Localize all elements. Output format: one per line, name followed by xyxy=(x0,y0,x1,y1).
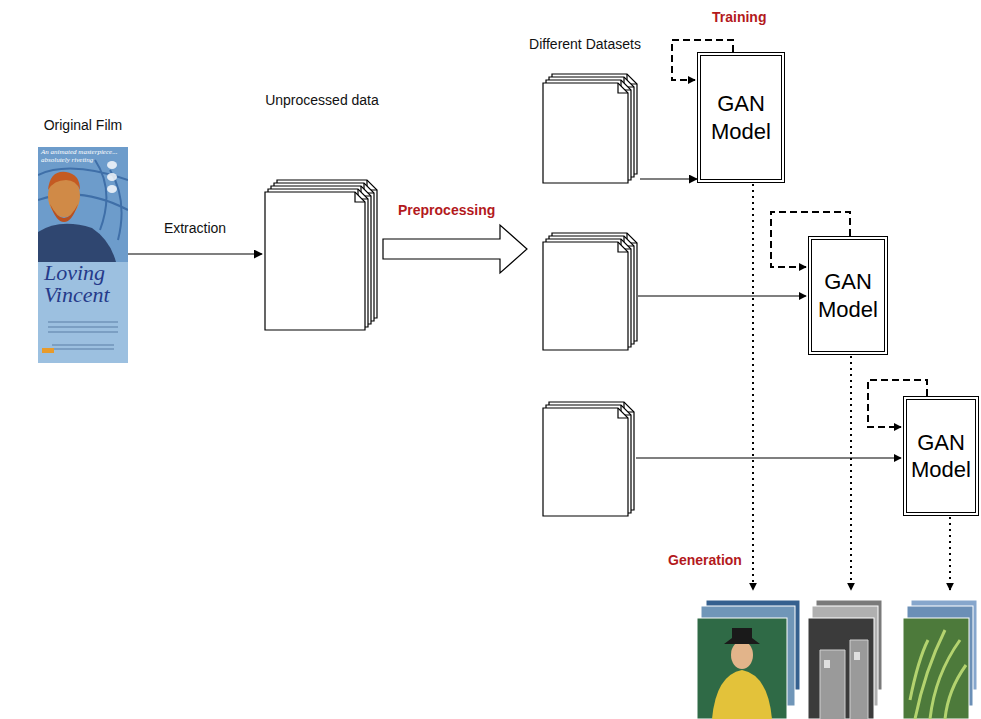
model-label: GAN Model xyxy=(911,429,971,484)
node-heading: Original Film xyxy=(14,117,152,134)
stage-label: Preprocessing xyxy=(398,202,495,218)
poster-laurel xyxy=(107,185,117,193)
model-box: GAN Model xyxy=(697,52,785,183)
node-heading: Different Datasets xyxy=(506,36,664,53)
stage-label: Generation xyxy=(668,552,742,568)
poster-credits xyxy=(48,322,118,349)
document-stacks xyxy=(265,74,637,516)
figure-hat xyxy=(724,628,760,644)
data-node: Different Datasets xyxy=(530,36,640,186)
poster-laurel xyxy=(107,161,117,169)
flow-arrow xyxy=(128,253,262,254)
document-sheet xyxy=(543,242,628,350)
film-poster xyxy=(38,147,128,363)
poster-tagline: An animated masterpiece... absolutely ri… xyxy=(41,149,125,164)
generation-arrow xyxy=(850,356,852,590)
sheet-fold xyxy=(618,408,628,418)
node-heading: Unprocessed data xyxy=(238,92,406,109)
poster-laurel xyxy=(107,173,117,181)
generated-images xyxy=(697,600,977,719)
data-node: Unprocessed data xyxy=(262,92,382,332)
figure-face xyxy=(731,641,753,669)
generated-image xyxy=(903,618,969,719)
grey-window xyxy=(854,652,860,660)
grey-buildings xyxy=(820,640,868,719)
generation-arrow xyxy=(949,517,951,590)
poster-ground xyxy=(38,147,128,363)
document-sheet xyxy=(543,408,628,516)
sheet-fold xyxy=(355,192,365,202)
model-label: GAN Model xyxy=(816,268,880,323)
generated-image xyxy=(808,618,874,719)
poster-coat xyxy=(38,224,116,262)
model-label: GAN Model xyxy=(705,90,777,145)
sheet-fold xyxy=(618,242,628,252)
model-box: GAN Model xyxy=(903,396,979,516)
grass-strokes xyxy=(910,630,966,719)
model-box: GAN Model xyxy=(808,236,888,355)
flow-arrow xyxy=(640,178,697,179)
generation-arrow xyxy=(752,184,754,590)
document-sheet xyxy=(265,192,365,330)
sheet-fold xyxy=(618,83,628,93)
grey-window xyxy=(824,660,830,668)
poster-hair xyxy=(48,172,80,190)
generated-image xyxy=(697,618,787,719)
stage-label: Training xyxy=(712,9,766,25)
poster-badge xyxy=(42,348,54,353)
preprocessing-arrow xyxy=(383,225,527,273)
edge-label: Extraction xyxy=(162,220,228,236)
dataset-arrow xyxy=(638,295,806,296)
poster-lower xyxy=(38,262,128,363)
document-sheet xyxy=(543,83,628,183)
dataset-arrow xyxy=(636,457,901,458)
figure-coat xyxy=(712,670,772,719)
poster-title: Loving Vincent xyxy=(44,262,124,306)
poster-beard xyxy=(50,204,78,222)
